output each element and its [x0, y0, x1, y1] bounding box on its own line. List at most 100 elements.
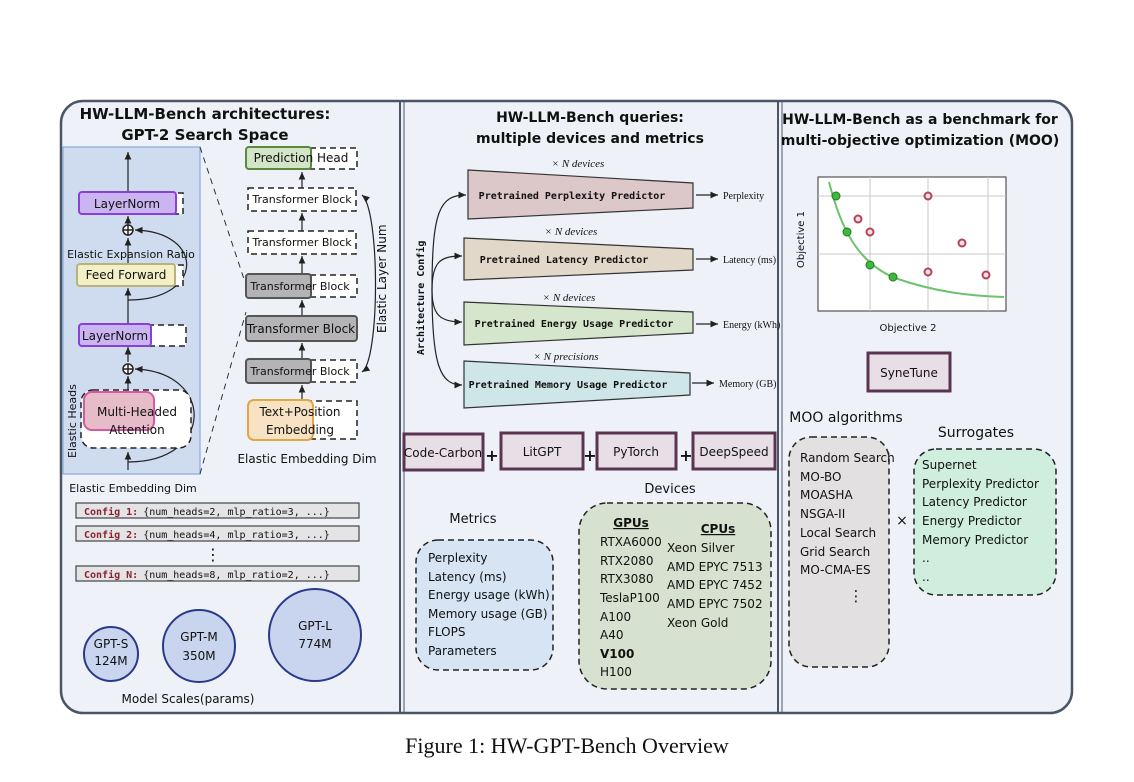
model-params: 124M — [94, 654, 127, 668]
tool-label: PyTorch — [613, 445, 659, 459]
config-value: {num_heads=2, mlp_ratio=3, ...} — [143, 507, 330, 518]
devices-title: Devices — [644, 482, 695, 497]
panel3-title-line1: HW-LLM-Bench as a benchmark for — [782, 112, 1058, 128]
config-ellipsis: ⋮ — [205, 545, 221, 564]
figure-caption: Figure 1: HW-GPT-Bench Overview — [405, 733, 729, 758]
elastic-embedding-dim-left: Elastic Embedding Dim — [69, 482, 197, 495]
surrogate-item: Perplexity Predictor — [922, 477, 1039, 491]
pareto-point — [831, 191, 841, 201]
metrics-box — [415, 539, 554, 671]
residual-skip-bottom — [127, 365, 195, 463]
predictor-perplexity — [467, 169, 694, 220]
branch-arrow-1 — [431, 191, 467, 291]
dominated-point — [981, 270, 991, 280]
surrogate-item: .. — [922, 551, 930, 565]
architecture-config-label: Architecture Config — [415, 241, 427, 355]
pareto-plot: Objective 2 Objective 1 — [796, 176, 1007, 334]
model-params: 774M — [298, 637, 331, 651]
branch-arrow-2 — [431, 252, 463, 291]
elastic-expansion-label: Elastic Expansion Ratio — [67, 248, 195, 261]
pareto-point — [842, 227, 852, 237]
synetune-box — [866, 351, 952, 393]
tool-code-carbon — [402, 432, 485, 472]
predictor-output: Memory (GB) — [719, 379, 777, 390]
gpu-item: A100 — [600, 610, 631, 624]
zoom-line-top — [199, 146, 247, 286]
model-name: GPT-M — [180, 630, 217, 644]
model-name: GPT-S — [94, 637, 129, 651]
tool-label: LitGPT — [523, 445, 562, 459]
algorithm-item: Random Search — [800, 451, 895, 465]
predictor-energy — [463, 301, 694, 346]
residual-skip-top — [127, 226, 188, 301]
dominated-point — [853, 214, 863, 224]
metric-item: Energy usage (kWh) — [428, 588, 550, 602]
tool-litgpt — [499, 431, 585, 471]
metric-item: FLOPS — [428, 625, 465, 639]
config-list: Config 1:{num_heads=2, mlp_ratio=3, ...}… — [75, 502, 360, 582]
panel1-title-line1: HW-LLM-Bench architectures: — [80, 105, 331, 123]
surrogate-item: Energy Predictor — [922, 514, 1022, 528]
cpu-item: Xeon Gold — [667, 616, 728, 630]
config-value: {num_heads=8, mlp_ratio=2, ...} — [143, 570, 330, 581]
layernorm-bottom-label: LayerNorm — [82, 329, 148, 343]
cpu-item: AMD EPYC 7502 — [667, 597, 763, 611]
gpu-item: RTX3080 — [600, 572, 654, 586]
tool-pytorch — [595, 431, 678, 471]
transformer-block-5-label: Transformer Block — [249, 365, 350, 378]
tool-label: Code-Carbon — [404, 446, 482, 460]
embedding-box — [247, 399, 314, 441]
panel-architectures: HW-LLM-Bench architectures: GPT-2 Search… — [62, 105, 389, 706]
metric-item: Latency (ms) — [428, 570, 507, 584]
feed-forward-box — [76, 263, 176, 287]
svg-text:Config N:{num_heads=8, mlp_rat: Config N: {num_heads=8, mlp_ratio=2, ...} — [84, 569, 330, 581]
model-circle-gpt-m — [162, 609, 236, 683]
elastic-layer-arrow — [361, 194, 377, 373]
predictor-name: Pretrained Energy Usage Predictor — [475, 318, 674, 330]
transformer-block-1 — [247, 187, 357, 212]
embedding-label-2: Embedding — [266, 423, 334, 437]
moo-algorithms-title: MOO algorithms — [789, 410, 902, 426]
predictor-multiplier: × N devices — [552, 158, 605, 170]
panel1-title-line2: GPT-2 Search Space — [121, 126, 288, 144]
surrogate-item: Latency Predictor — [922, 495, 1027, 509]
transformer-block-2-label: Transformer Block — [251, 236, 352, 249]
surrogates-box — [913, 448, 1057, 596]
predictor-name: Pretrained Perplexity Predictor — [479, 190, 666, 202]
gpu-item: TeslaP100 — [599, 591, 660, 605]
gpu-item: RTXA6000 — [600, 535, 662, 549]
feed-forward-label: Feed Forward — [86, 268, 167, 282]
predictor-name: Pretrained Memory Usage Predictor — [469, 379, 668, 391]
y-axis-label: Objective 1 — [796, 211, 807, 268]
model-name: GPT-L — [298, 619, 332, 633]
cpu-item: Xeon Silver — [667, 541, 735, 555]
metric-item: Memory usage (GB) — [428, 607, 548, 621]
dominated-point — [923, 267, 933, 277]
attention-box — [83, 391, 155, 431]
panel2-title-line2: multiple devices and metrics — [476, 131, 704, 147]
attention-label-1: Multi-Headed — [97, 405, 177, 419]
plot-area — [817, 176, 1007, 312]
x-axis-label: Objective 2 — [880, 323, 937, 334]
transformer-block-5 — [245, 358, 312, 384]
algorithm-item: MO-BO — [800, 470, 842, 484]
surrogate-item: Supernet — [922, 458, 977, 472]
gpu-item: RTX2080 — [600, 554, 654, 568]
transformer-block-2 — [247, 230, 357, 255]
svg-text:Config 2:{num_heads=4, mlp_rat: Config 2:{num_heads=4, mlp_ratio=3, ...} — [84, 529, 330, 541]
algorithms-box — [788, 436, 890, 668]
prediction-head-label: Prediction Head — [254, 151, 349, 165]
gpu-item: H100 — [600, 665, 632, 679]
synetune-label: SyneTune — [880, 366, 938, 380]
cpu-item: AMD EPYC 7513 — [667, 560, 763, 574]
tool-deepspeed — [691, 431, 777, 471]
algorithm-item: Local Search — [800, 526, 876, 540]
config-label: Config 2: — [84, 529, 138, 541]
plus-sign: + — [679, 446, 692, 465]
pareto-points — [831, 191, 898, 282]
transformer-block-3-label: Transformer Block — [249, 280, 350, 293]
predictor-latency — [463, 237, 694, 281]
config-label: Config N: — [84, 569, 138, 581]
algorithm-item: MOASHA — [800, 488, 853, 502]
panel3-title-line2: multi-objective optimization (MOO) — [781, 133, 1059, 149]
